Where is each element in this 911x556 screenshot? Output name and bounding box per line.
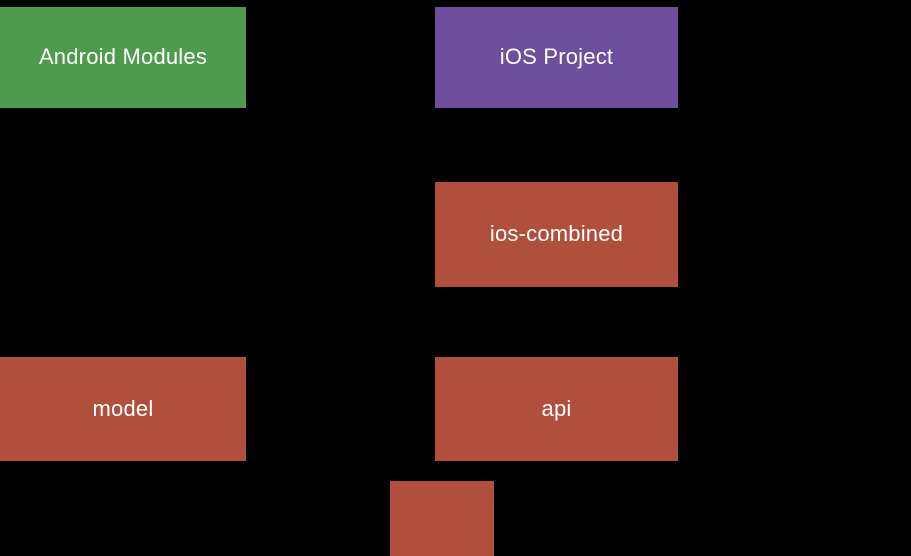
node-label-api: api [541, 395, 572, 421]
node-android-modules[interactable]: Android Modules [0, 7, 246, 108]
node-api[interactable]: api [435, 357, 678, 461]
node-ios-combined[interactable]: ios-combined [435, 182, 678, 287]
node-unlabeled-bottom[interactable] [390, 481, 494, 556]
node-label-model: model [92, 395, 154, 421]
node-label-ios-combined: ios-combined [489, 221, 624, 247]
node-ios-project[interactable]: iOS Project [435, 7, 678, 108]
node-model[interactable]: model [0, 357, 246, 461]
node-label-android-modules: Android Modules [38, 44, 208, 70]
node-label-ios-project: iOS Project [499, 44, 614, 70]
